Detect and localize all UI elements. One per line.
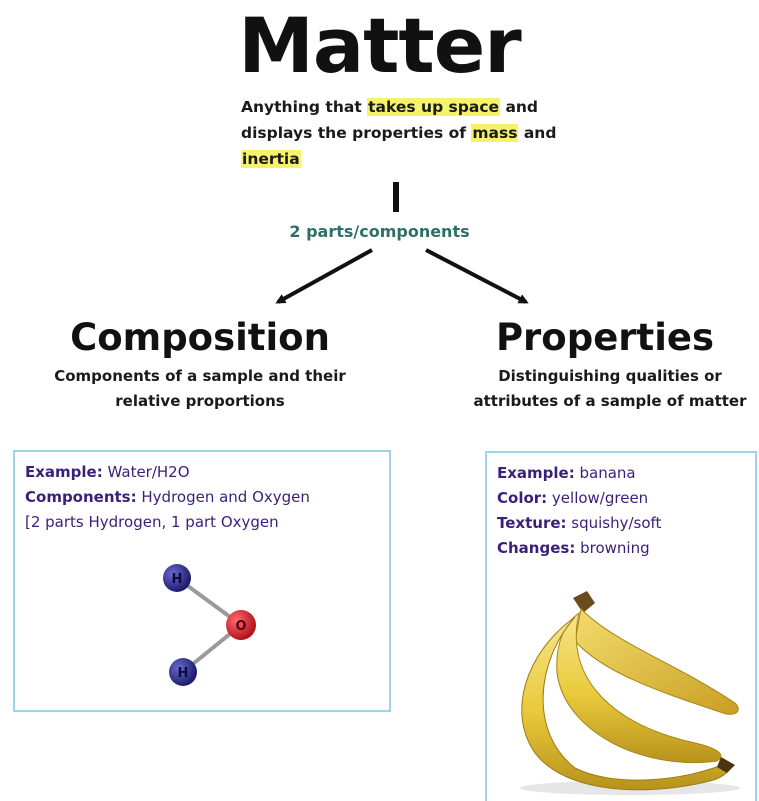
atom-label-o: O <box>235 619 246 634</box>
properties-color-line: Color: yellow/green <box>497 486 661 511</box>
properties-changes-line: Changes: browning <box>497 536 661 561</box>
example-key: Example: <box>25 463 103 481</box>
parts-components-label: 2 parts/components <box>289 222 470 241</box>
arrow-left <box>275 248 373 304</box>
composition-description: Components of a sample and their relativ… <box>54 367 346 410</box>
banana-tip <box>717 757 735 773</box>
properties-texture-line: Texture: squishy/soft <box>497 511 661 536</box>
atom-label-h-top: H <box>172 572 183 587</box>
water-molecule-image: H O H <box>163 564 256 686</box>
example-key: Example: <box>497 464 575 482</box>
highlight-inertia: inertia <box>241 150 301 168</box>
atom-label-h-bottom: H <box>178 666 189 681</box>
texture-value: squishy/soft <box>566 514 662 532</box>
components-value: Hydrogen and Oxygen <box>136 488 310 506</box>
banana-back <box>574 607 739 715</box>
highlight-mass: mass <box>471 124 519 142</box>
banana-image <box>520 591 740 795</box>
example-value: Water/H2O <box>102 463 190 481</box>
definition-text-1: Anything that <box>241 98 368 116</box>
oxygen-atom <box>226 610 256 640</box>
banana-stem <box>573 591 595 613</box>
composition-example-line: Example: Water/H2O <box>25 460 310 485</box>
definition-text-2: and displays the properties of <box>241 98 539 142</box>
matter-definition: Anything that takes up space and display… <box>241 94 581 172</box>
highlight-takes-up-space: takes up space <box>367 98 501 116</box>
changes-key: Changes: <box>497 539 576 557</box>
example-value: banana <box>574 464 636 482</box>
components-key: Components: <box>25 488 137 506</box>
changes-value: browning <box>575 539 650 557</box>
page-title: Matter <box>238 1 522 90</box>
properties-card-text: Example: banana Color: yellow/green Text… <box>497 461 661 561</box>
properties-description: Distinguishing qualities or attributes o… <box>473 367 747 410</box>
properties-example-line: Example: banana <box>497 461 661 486</box>
hydrogen-atom-top <box>163 564 191 592</box>
color-value: yellow/green <box>547 489 649 507</box>
properties-example-card: Example: banana Color: yellow/green Text… <box>485 451 757 801</box>
hydrogen-atom-bottom <box>169 658 197 686</box>
composition-components-line: Components: Hydrogen and Oxygen <box>25 485 310 510</box>
arrow-right <box>425 248 529 304</box>
texture-key: Texture: <box>497 514 567 532</box>
banana-front <box>521 616 730 791</box>
banana-middle <box>556 611 722 764</box>
composition-example-card: Example: Water/H2O Components: Hydrogen … <box>13 450 391 712</box>
connector-stem <box>393 182 399 212</box>
composition-card-text: Example: Water/H2O Components: Hydrogen … <box>25 460 310 535</box>
color-key: Color: <box>497 489 548 507</box>
composition-heading: Composition <box>70 316 330 359</box>
properties-heading: Properties <box>495 316 715 359</box>
definition-text-3: and <box>518 124 557 142</box>
composition-ratio-line: [2 parts Hydrogen, 1 part Oxygen <box>25 513 279 531</box>
